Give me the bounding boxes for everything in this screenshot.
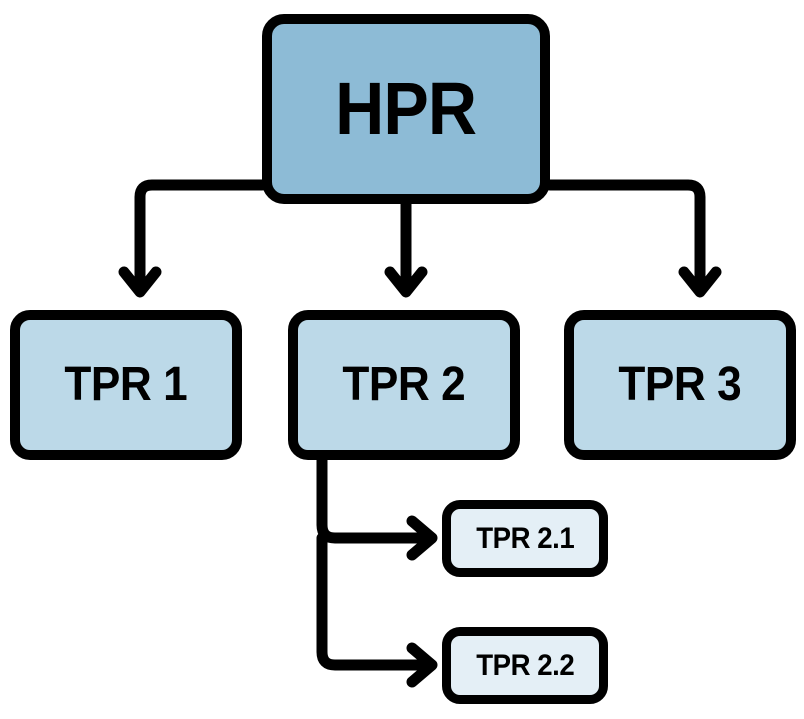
- arrowhead-tpr21: [406, 515, 438, 561]
- node-tpr-2-1[interactable]: TPR 2.1: [442, 500, 608, 577]
- arrowhead-tpr22: [406, 642, 438, 688]
- arrowhead-tpr2: [384, 266, 428, 298]
- node-hpr[interactable]: HPR: [262, 14, 550, 204]
- node-tpr-2-2-label: TPR 2.2: [475, 648, 575, 682]
- node-tpr-2[interactable]: TPR 2: [288, 310, 520, 460]
- edge-tpr2-to-tpr22: [316, 532, 431, 671]
- node-tpr-1[interactable]: TPR 1: [10, 310, 242, 460]
- arrowhead-tpr3: [678, 266, 722, 298]
- node-tpr-3-label: TPR 3: [618, 358, 742, 411]
- node-tpr-2-1-label: TPR 2.1: [475, 521, 575, 555]
- node-tpr-2-2[interactable]: TPR 2.2: [442, 627, 608, 704]
- node-tpr-3[interactable]: TPR 3: [564, 310, 796, 460]
- node-tpr-2-label: TPR 2: [342, 358, 466, 411]
- node-hpr-label: HPR: [335, 67, 478, 150]
- edge-tpr2-to-tpr21: [316, 454, 431, 544]
- arrowhead-tpr1: [118, 266, 162, 298]
- edge-hpr-to-tpr3: [544, 179, 706, 294]
- node-tpr-1-label: TPR 1: [64, 358, 188, 411]
- edge-hpr-to-tpr1: [134, 179, 268, 294]
